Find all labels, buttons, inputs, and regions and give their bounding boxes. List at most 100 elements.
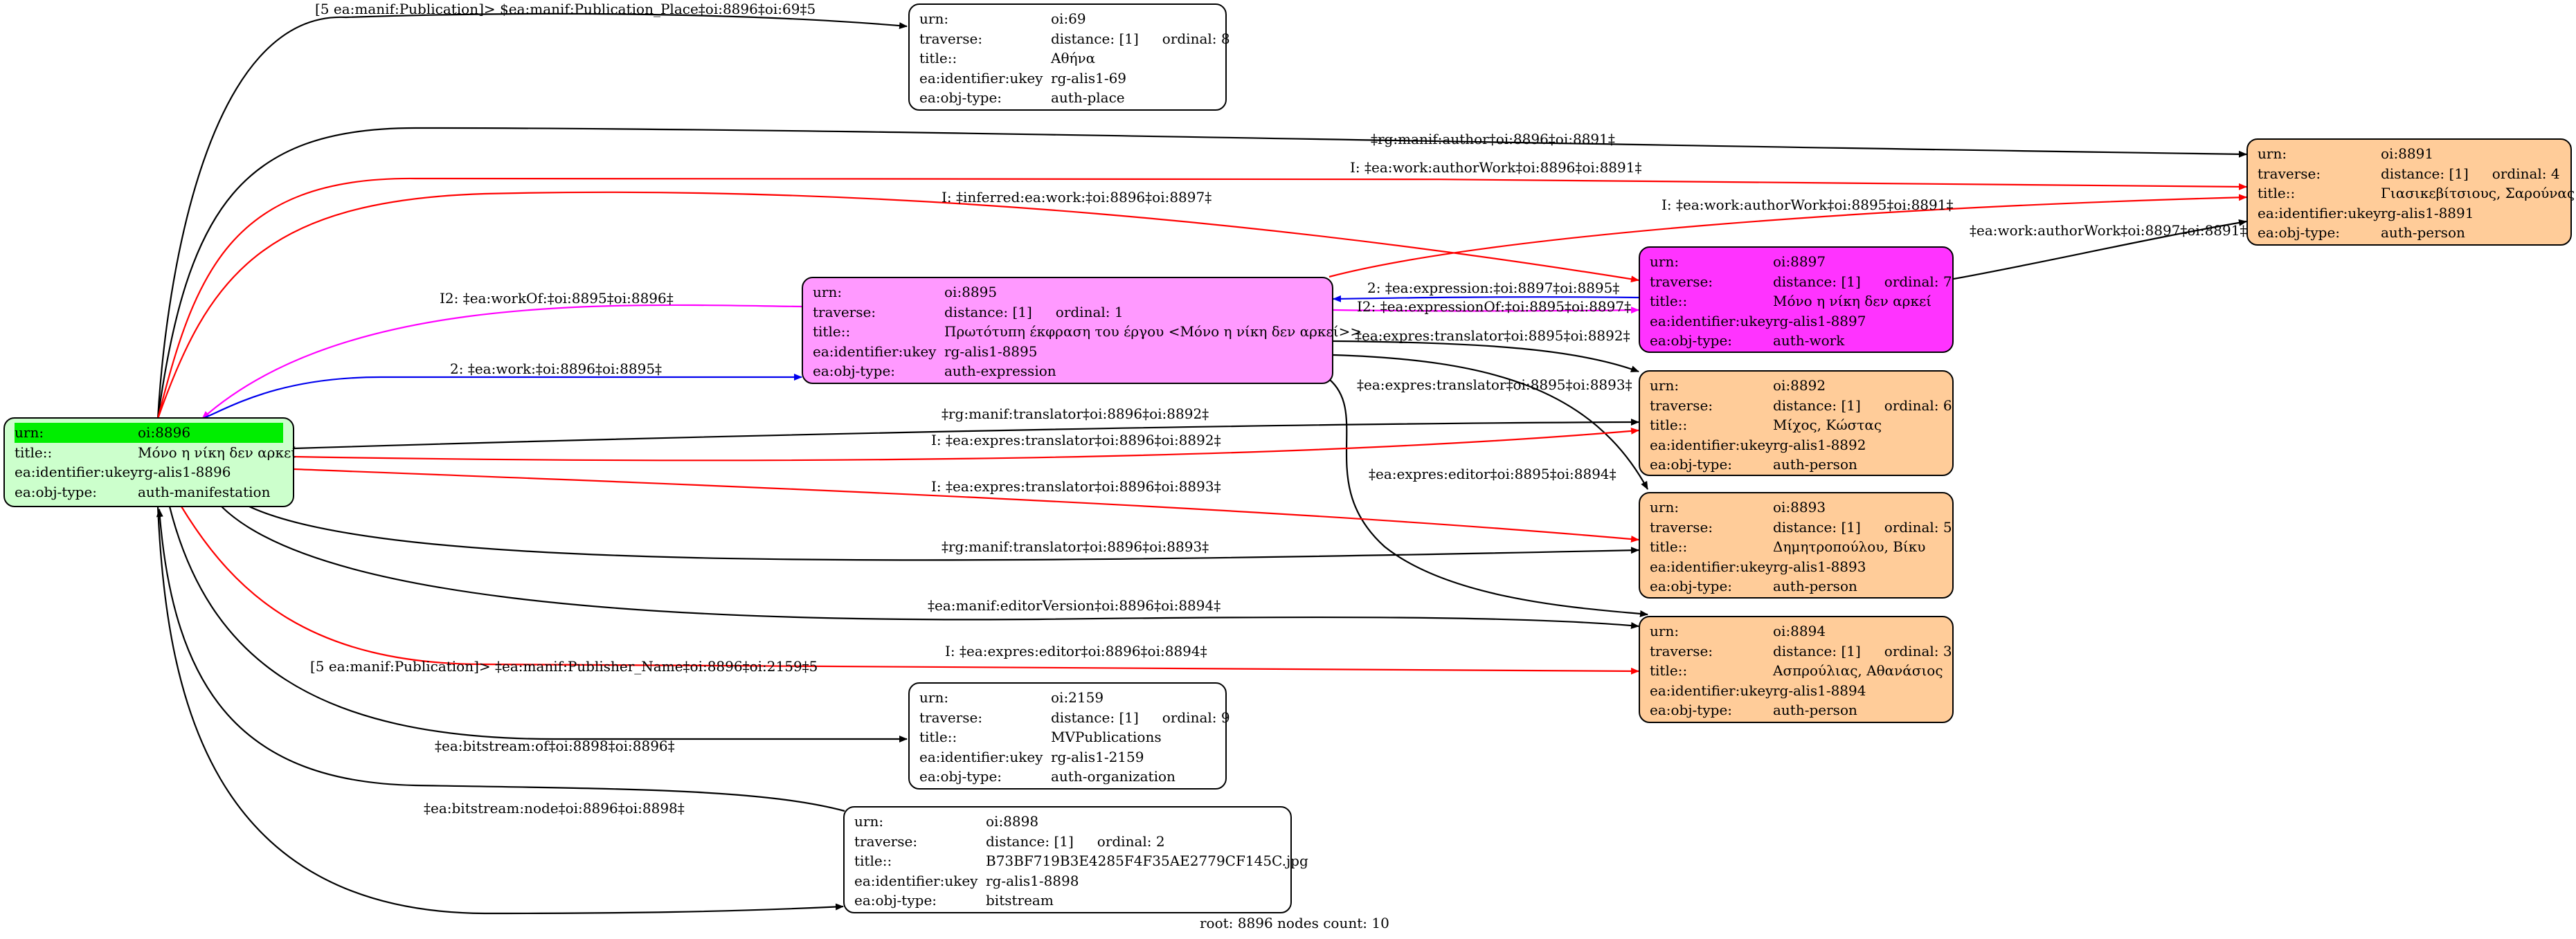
node-title-label: title:: [1650,293,1688,309]
edge-label-expression-of: I2: ‡ea:expressionOf:‡oi:8895‡oi:8897‡ [1357,298,1631,315]
node-type-label: ea:obj-type: [854,892,937,909]
node-urn-label: urn: [813,284,843,300]
node-distance: distance: [1] [1773,642,1861,659]
node-title-value: Μόνο η νίκη δεν αρκεί [1773,293,1932,309]
node-urn-label: urn: [854,813,884,830]
graph-footer: root: 8896 nodes count: 10 [1200,915,1389,931]
node-urn-value: oi:8892 [1773,377,1826,394]
node-distance: distance: [1] [2381,165,2469,182]
node-distance: distance: [1] [986,832,1074,850]
node-8898[interactable]: urn:oi:8898 traverse:distance: [1]ordina… [843,806,1308,913]
node-urn-value: oi:8895 [944,284,998,300]
edge-publisher [168,506,908,742]
node-type-label: ea:obj-type: [1650,456,1733,473]
node-title-value: Μόνο η νίκη δεν αρκεί [138,444,297,461]
node-urn-value: oi:8891 [2381,145,2434,162]
node-type-label: ea:obj-type: [919,89,1002,106]
node-ordinal: ordinal: 7 [1884,273,1952,290]
node-traverse-label: traverse: [1650,396,1713,414]
node-69[interactable]: urn:oi:69 traverse:distance: [1]ordinal:… [908,3,1230,111]
node-type-value: auth-manifestation [138,483,271,500]
node-type-value: auth-work [1773,332,1845,349]
node-distance: distance: [1] [1773,273,1861,290]
node-urn-value: oi:8894 [1773,623,1826,639]
node-title-label: title:: [1650,417,1688,433]
node-type-value: auth-person [1773,702,1857,718]
node-type-label: ea:obj-type: [15,483,98,500]
node-8893[interactable]: urn:oi:8893 traverse:distance: [1]ordina… [1639,492,1954,599]
node-traverse-label: traverse: [919,30,983,47]
edge-label-translator-8892: ‡ea:expres:translator‡oi:8895‡oi:8892‡ [1355,327,1630,344]
node-title-value: B73BF719B3E4285F4F35AE2779CF145C.jpg [986,853,1308,869]
edge-editor-version [221,506,1639,629]
edge-authorwork-8895 [1328,194,2247,278]
node-type-value: auth-expression [944,363,1056,379]
node-ukey-value: rg-alis1-8893 [1773,558,1866,575]
node-type-label: ea:obj-type: [2258,224,2341,241]
edge-label-manif-translator-8893: ‡rg:manif:translator‡oi:8896‡oi:8893‡ [942,538,1209,555]
node-ukey-label: ea:identifier:ukey [15,464,138,480]
node-urn-label: urn: [15,424,44,441]
edge-label-inferred-work: I: ‡inferred:ea:work:‡oi:8896‡oi:8897‡ [942,189,1212,206]
edge-translator-8892 [1333,340,1639,373]
node-type-value: auth-person [2381,224,2465,241]
edge-label-work: 2: ‡ea:work:‡oi:8896‡oi:8895‡ [450,361,662,377]
node-traverse-label: traverse: [1650,642,1713,659]
edge-label-expres-translator-8893-red: I: ‡ea:expres:translator‡oi:8896‡oi:8893… [931,478,1221,495]
edge-expres-translator-8893-red [294,468,1639,543]
edge-label-publication-place: [5 ea:manif:Publication]> $ea:manif:Publ… [315,1,816,17]
node-urn-label: urn: [1650,253,1679,270]
edge-workof [201,304,804,419]
node-urn-label: urn: [919,10,949,27]
node-traverse-label: traverse: [854,832,918,850]
node-title-label: title:: [919,729,957,745]
node-ordinal: ordinal: 2 [1097,832,1165,850]
node-8897[interactable]: urn:oi:8897 traverse:distance: [1]ordina… [1639,246,1954,353]
edge-manif-translator-8892 [294,419,1639,450]
node-type-value: auth-person [1773,456,1857,473]
edge-label-publisher: [5 ea:manif:Publication]> ‡ea:manif:Publ… [310,658,818,675]
node-ukey-label: ea:identifier:ukey [813,343,937,360]
node-urn-row: urn: oi:8896 [15,423,283,443]
node-ukey-label: ea:identifier:ukey [854,872,978,889]
node-type-value: auth-person [1773,578,1857,594]
node-ordinal: ordinal: 1 [1055,303,1124,320]
node-title-label: title:: [854,853,892,869]
node-urn-value: oi:8897 [1773,253,1826,270]
node-8894[interactable]: urn:oi:8894 traverse:distance: [1]ordina… [1639,616,1954,723]
node-urn-value: oi:8896 [138,424,191,441]
node-distance: distance: [1] [944,303,1032,320]
edge-label-manif-author: ‡rg:manif:author‡oi:8896‡oi:8891‡ [1371,131,1615,147]
edge-expres-editor-red [181,506,1639,675]
node-ukey-label: ea:identifier:ukey [919,748,1043,765]
node-8891[interactable]: urn:oi:8891 traverse:distance: [1]ordina… [2246,138,2575,246]
node-type-value: bitstream [986,892,1054,909]
edge-editor-8894 [1328,379,1648,617]
node-urn-value: oi:69 [1051,10,1086,27]
edge-label-authorwork-red: I: ‡ea:work:authorWork‡oi:8896‡oi:8891‡ [1350,159,1641,176]
node-ukey-value: rg-alis1-8897 [1773,312,1866,329]
node-ukey-value: rg-alis1-8898 [986,872,1079,889]
node-ukey-value: rg-alis1-69 [1051,69,1127,86]
node-8895[interactable]: urn: oi:8895 traverse: distance: [1] ordina… [802,277,1362,384]
node-2159[interactable]: urn:oi:2159 traverse:distance: [1]ordina… [908,682,1230,790]
edge-label-bitstream-node: ‡ea:bitstream:node‡oi:8896‡oi:8898‡ [424,800,685,817]
node-traverse-label: traverse: [2258,165,2321,182]
node-type-value: auth-organization [1051,768,1176,785]
node-root-8896[interactable]: urn:oi:8896 title::Μόνο η νίκη δεν αρκεί… [3,417,297,507]
node-ukey-label: ea:identifier:ukey [1650,436,1774,453]
node-title-value: Μίχος, Κώστας [1773,417,1882,433]
node-title-value: Πρωτότυπη έκφραση του έργου <Μόνο η νίκη… [944,323,1362,340]
edge-translator-8893 [1333,354,1648,490]
node-urn-label: urn: [919,689,949,706]
node-urn-label: urn: [1650,377,1679,394]
node-ukey-value: rg-alis1-8894 [1773,682,1866,699]
node-title-label: title:: [1650,538,1688,555]
node-ordinal: ordinal: 3 [1884,642,1952,659]
node-urn-label: urn: [2258,145,2287,162]
node-8892[interactable]: urn:oi:8892 traverse:distance: [1]ordina… [1639,370,1954,476]
node-traverse-label: traverse: [813,303,876,320]
edge-publication-place [156,12,908,419]
node-urn-value: oi:8893 [1773,499,1826,516]
